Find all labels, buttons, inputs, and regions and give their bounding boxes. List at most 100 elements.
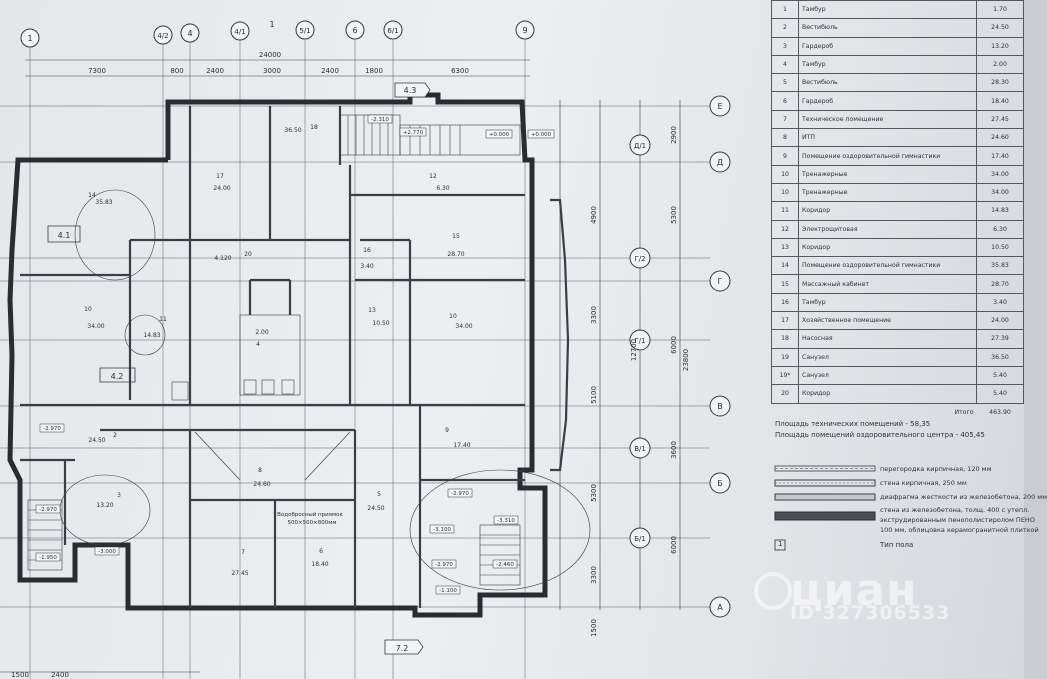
room-area-cell: 18.40 (976, 91, 1024, 111)
dim-right: 2900 (670, 126, 678, 144)
room-area: 24.00 (213, 185, 230, 192)
axis-label-top: 1 (27, 34, 32, 43)
dim-bottom: 1500 (11, 671, 29, 679)
room-area-cell: 2.00 (976, 54, 1024, 75)
room-number: 4 (256, 341, 260, 348)
dim-right: 23800 (682, 349, 690, 371)
outer-walls (7, 92, 570, 618)
room-number: 8 (258, 467, 262, 474)
room-area: 34.00 (87, 323, 104, 330)
level-mark: -3.100 (433, 527, 451, 533)
room-area-cell: 5.40 (976, 365, 1024, 386)
dim-top: 6300 (451, 67, 469, 75)
axis-label-right: Д/1 (634, 142, 646, 150)
axis-label-right: Г/1 (634, 337, 645, 345)
room-area-cell: 35.83 (976, 256, 1024, 276)
room-area-cell: 10.50 (976, 237, 1024, 258)
legend-concrete-wall-line2: экструдированным пенополистиролом ПЕНО (880, 516, 1035, 524)
room-number: 15 (452, 233, 460, 240)
dim-right: 6000 (670, 536, 678, 554)
level-mark: -1.100 (439, 588, 457, 594)
floor-type-label: Тип пола (880, 541, 914, 549)
level-mark: +0.000 (531, 132, 552, 138)
level-mark: +0.000 (489, 132, 510, 138)
axis-label-top: 4/2 (157, 32, 168, 40)
level-mark: -2.970 (43, 426, 61, 432)
room-name-cell: Вестибюль (798, 73, 977, 93)
axis-bubbles-right: Е Д Г/2 Г Г/1 В В/1 Б Б/1 А Д/1 (629, 95, 731, 618)
drain-pit-note: Водобросный приямок 500×500×800мм (277, 511, 343, 526)
room-name-cell: Техническое помещение (798, 109, 977, 130)
room-name-cell: Коридор (798, 201, 977, 221)
room-area-cell: 28.70 (976, 274, 1024, 294)
room-number-cell: 13 (771, 237, 799, 258)
room-area-cell: 17.40 (976, 146, 1024, 166)
section-mark: 4.2 (111, 372, 124, 381)
level-mark: -2.310 (371, 117, 389, 123)
room-area: 27.45 (231, 570, 248, 577)
axis-label-top: 4/1 (234, 28, 245, 36)
room-area-cell: 28.30 (976, 73, 1024, 93)
interior-walls (20, 106, 525, 608)
room-number-cell: 11 (771, 201, 799, 221)
room-name-cell: Массажный кабинет (798, 274, 977, 294)
room-number-cell: 19 (771, 347, 799, 367)
room-name-cell: Тамбур (798, 0, 977, 20)
room-area-cell: 13.20 (976, 36, 1024, 56)
axis-label-right: В (717, 402, 723, 411)
dim-top: 7300 (88, 67, 106, 75)
room-name-cell: Коридор (798, 384, 977, 404)
room-number-cell: 7 (771, 109, 799, 130)
room-number-cell: 3 (771, 36, 799, 56)
room-number: 16 (363, 247, 371, 254)
room-number: 2 (113, 432, 117, 439)
axis-label-right: Б/1 (634, 535, 646, 543)
axis-label-right: Д (717, 158, 723, 167)
room-area: 36.50 (284, 127, 301, 134)
section-mark: 1 (269, 20, 274, 29)
room-name-cell: Тренажерные (798, 164, 977, 184)
total-spacer (772, 403, 799, 421)
level-mark: -3.310 (497, 518, 515, 524)
room-area-cell: 27.45 (976, 109, 1024, 130)
drain-pit-label: Водобросный приямок (277, 511, 343, 518)
room-number: 10 (84, 306, 92, 313)
room-area-cell: 14.83 (976, 201, 1024, 221)
room-number: 18 (310, 124, 318, 131)
dim-right: 5300 (670, 206, 678, 224)
dim-top: 800 (170, 67, 183, 75)
level-mark: -1.950 (39, 555, 57, 561)
room-name-cell: Тамбур (798, 292, 977, 313)
room-area: 24.50 (88, 437, 105, 444)
axis-bubbles-top: 1 4/2 4 4/1 5/1 6 6/1 9 (20, 20, 535, 48)
dim-total: 24000 (259, 51, 281, 59)
room-area-cell: 5.40 (976, 384, 1024, 404)
legend-brick-wall: стена кирпичная, 250 мм (880, 479, 967, 487)
axis-label-right: Г (718, 277, 723, 286)
axis-label-top: 9 (522, 26, 527, 35)
dim-right: 3300 (590, 566, 598, 584)
level-marks: -2.310 +2.770 +0.000 +0.000 -2.970 -1.95… (35, 114, 555, 595)
dim-right: 3300 (590, 306, 598, 324)
room-number-cell: 9 (771, 146, 799, 166)
room-number-cell: 1 (771, 0, 799, 20)
level-mark: +2.770 (403, 130, 424, 136)
dim-top: 2400 (206, 67, 224, 75)
room-number-cell: 19* (771, 365, 799, 386)
room-number: 7 (241, 549, 245, 556)
level-mark: -2.460 (496, 562, 514, 568)
level-mark: -2.970 (451, 491, 469, 497)
room-name-cell: Хозяйственное помещение (798, 311, 977, 331)
watermark-brand: циан (790, 565, 918, 616)
